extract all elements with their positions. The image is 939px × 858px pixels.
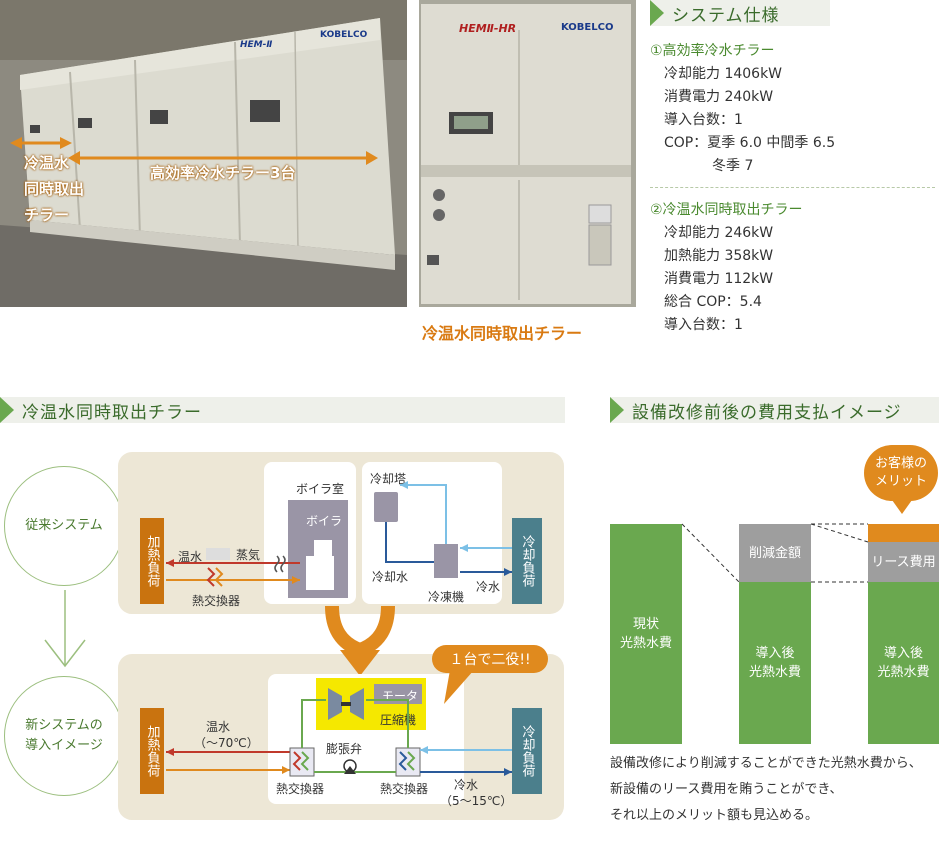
high-eff-chiller-label: 高効率冷水チラー3台 <box>150 164 296 182</box>
cost-note-line: 設備改修により削減することができた光熱水費から、 <box>610 756 922 771</box>
old-system-label: 従来システム <box>25 518 103 533</box>
heat-exchanger-label: 熱交換器 <box>192 594 241 608</box>
hot-water-label: 温水 <box>178 550 203 564</box>
cooling-tower-label: 冷却塔 <box>370 472 407 486</box>
heat-load-label-new: 加熱負荷 <box>144 725 160 777</box>
bar-after-2-label-2: 光熱水費 <box>877 665 930 680</box>
dual-chiller-label-line-1: 冷温水 <box>24 154 70 172</box>
refrigerator-label: 冷凍機 <box>428 590 465 604</box>
chiller1-line: 導入台数：1 <box>664 112 743 128</box>
cold-water-label: 冷水 <box>476 580 501 594</box>
cool-load-label-new: 冷却負荷 <box>519 725 535 777</box>
chiller1-line: 消費電力 240kW <box>664 89 774 105</box>
cold-water-temp-label: （5〜15℃） <box>440 794 513 808</box>
bar-current-label-2: 光熱水費 <box>619 636 672 651</box>
merit-bubble-tail <box>892 500 912 514</box>
kobelco-logo: KOBELCO <box>320 30 368 40</box>
diagram-title: 冷温水同時取出チラー <box>22 402 202 423</box>
heat-load-box: 加熱負荷 <box>140 518 164 604</box>
hem-hr-logo: HEMⅡ-HR <box>459 22 517 35</box>
callout-bubble: １台で二役!! <box>432 645 548 673</box>
cost-note-line: それ以上のメリット額も見込める。 <box>610 808 819 823</box>
dual-chiller-label: 冷温水 同時取出 チラー <box>24 150 84 228</box>
heat-load-label: 加熱負荷 <box>144 535 160 587</box>
chiller2-line: 総合 COP：5.4 <box>664 294 762 310</box>
new-system-label-line-2: 導入イメージ <box>25 738 103 753</box>
chiller2-title: ②冷温水同時取出チラー <box>650 202 803 218</box>
chiller2-line: 消費電力 112kW <box>664 271 774 287</box>
chiller1-title: ①高効率冷水チラー <box>650 43 775 59</box>
boiler-stack <box>314 540 332 558</box>
cool-load-label: 冷却負荷 <box>519 535 535 587</box>
hot-water-temp-label: （〜70℃） <box>194 736 259 750</box>
chiller1-line: COP：夏季 6.0 中間季 6.5 <box>664 135 836 151</box>
merit-line-2: メリット <box>874 474 927 489</box>
down-arrow-icon <box>44 590 86 668</box>
lease-label: リース費用 <box>871 554 936 570</box>
dual-chiller-label-line-2: 同時取出 <box>24 180 85 198</box>
cost-note-line: 新設備のリース費用を賄うことができ、 <box>610 782 843 797</box>
cool-load-box-new: 冷却負荷 <box>512 708 542 794</box>
steam-label: 蒸気 <box>236 548 261 562</box>
refrigerator-icon <box>434 544 458 578</box>
hem-logo: HEM-Ⅱ <box>240 40 273 50</box>
right-photo-caption: 冷温水同時取出チラー <box>422 324 583 343</box>
chiller-photo-right: KOBELCO HEMⅡ-HR <box>419 0 636 307</box>
callout-text: １台で二役!! <box>449 652 531 668</box>
cooling-water-label: 冷却水 <box>372 570 409 584</box>
bar-after-2-label-1: 導入後 <box>883 646 923 661</box>
old-system-circle: 従来システム <box>4 466 124 586</box>
heading-arrow-icon <box>0 397 14 423</box>
bar-after-2: 導入後 光熱水費 <box>868 582 939 744</box>
bar-reduction: 削減金額 <box>739 524 811 582</box>
expansion-valve-label: 膨張弁 <box>326 742 363 756</box>
bar-current-label-1: 現状 <box>632 617 659 632</box>
bar-after-1-label-1: 導入後 <box>755 646 795 661</box>
cool-load-box: 冷却負荷 <box>512 518 542 604</box>
chiller2-line: 導入台数：1 <box>664 317 743 333</box>
cooling-tower-icon <box>374 492 398 522</box>
small-box <box>206 548 230 560</box>
boiler-room-label: ボイラ室 <box>296 482 345 496</box>
merit-line-1: お客様の <box>874 456 927 471</box>
heat-load-box-new: 加熱負荷 <box>140 708 164 794</box>
chiller1-line: 冷却能力 1406kW <box>664 66 783 82</box>
heat-exchanger-label-new-2: 熱交換器 <box>380 782 429 796</box>
reduction-label: 削減金額 <box>748 545 801 561</box>
new-system-circle: 新システムの 導入イメージ <box>4 676 124 796</box>
kobelco-logo-right: KOBELCO <box>561 22 614 33</box>
boiler-stack <box>306 556 334 590</box>
cost-heading: 設備改修前後の費用支払イメージ <box>610 397 939 423</box>
heat-exchanger-label-new-1: 熱交換器 <box>276 782 325 796</box>
boiler-label: ボイラ <box>306 514 343 528</box>
bar-lease: リース費用 <box>868 542 939 582</box>
spec-divider <box>650 187 935 188</box>
heading-arrow-icon <box>650 0 664 26</box>
hot-water-label-new: 温水 <box>206 720 231 734</box>
callout-tail <box>444 670 474 704</box>
bar-after-1-label-2: 光熱水費 <box>748 665 801 680</box>
cold-water-label-new: 冷水 <box>454 778 479 792</box>
cost-title: 設備改修前後の費用支払イメージ <box>632 402 902 423</box>
compressor-icon <box>326 684 366 724</box>
chiller1-line: 冬季 7 <box>712 158 754 174</box>
merit-bubble: お客様の メリット <box>864 445 938 501</box>
bar-after-1: 導入後 光熱水費 <box>739 582 811 744</box>
new-system-label-line-1: 新システムの <box>25 718 103 733</box>
chiller-photo-left: KOBELCO HEM-Ⅱ 冷温水 同時取出 チラー 高効率冷水チラー3台 <box>0 0 407 307</box>
merit-segment <box>868 524 939 542</box>
chiller2-line: 加熱能力 358kW <box>664 248 774 264</box>
chiller2-line: 冷却能力 246kW <box>664 225 774 241</box>
dual-chiller-label-line-3: チラー <box>24 206 70 224</box>
heading-arrow-icon <box>610 397 624 423</box>
system-spec-title: システム仕様 <box>672 5 780 26</box>
bar-current: 現状 光熱水費 <box>610 524 682 744</box>
